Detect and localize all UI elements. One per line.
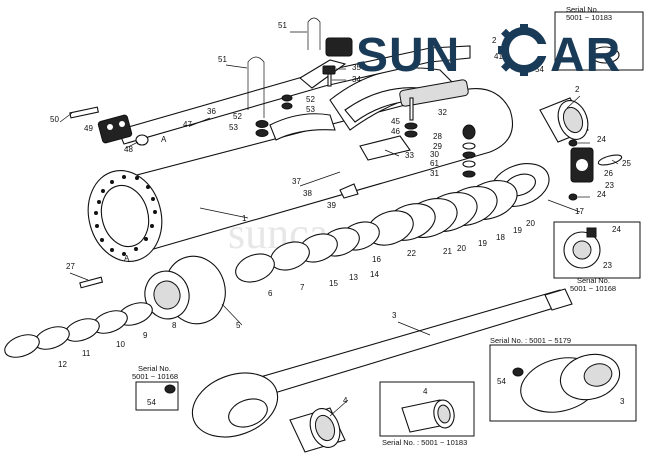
callout-main-2-1: 2 [575, 85, 580, 94]
svg-text:Serial No.: Serial No. [138, 364, 171, 373]
brand-text-left: SUN [356, 29, 460, 82]
inset-top-right: Serial No. 5001 ~ 10183 [554, 5, 644, 71]
callout-main-51-48: 51 [278, 21, 287, 30]
piston-rod [191, 288, 573, 438]
callout-main-32-34: 32 [438, 108, 447, 117]
callout-main-47-44: 47 [183, 120, 192, 129]
callout-main-45-42: 45 [391, 117, 400, 126]
callout-main-52-50: 52 [306, 95, 315, 104]
callout-main-30-32: 30 [430, 150, 439, 159]
callout-main-53-52: 53 [306, 105, 315, 114]
callout-main-25-27: 25 [622, 159, 631, 168]
bushing-bottom [289, 407, 346, 453]
svg-text:Serial No. : 5001 ~ 5179: Serial No. : 5001 ~ 5179 [490, 336, 571, 345]
callout-main-10-9: 10 [116, 340, 125, 349]
callout-insets-4-5: 4 [423, 387, 428, 396]
callout-insets-23-1: 23 [603, 261, 612, 270]
callout-main-51-49: 51 [218, 55, 227, 64]
callout-main-22-23: 22 [407, 249, 416, 258]
inset-bottom-left: Serial No. 5001 ~ 10168 [132, 364, 179, 411]
callout-main-46-43: 46 [391, 127, 400, 136]
rod-gland [79, 255, 226, 325]
callout-main-20-21: 20 [526, 219, 535, 228]
callout-main-A-57: A [124, 254, 130, 263]
callout-main-26-28: 26 [604, 169, 613, 178]
callout-main-36-38: 36 [207, 107, 216, 116]
callout-main-3-2: 3 [392, 311, 397, 320]
callout-insets-3-4: 3 [620, 397, 625, 406]
callout-main-31-33: 31 [430, 169, 439, 178]
callout-main-48-45: 48 [124, 145, 133, 154]
callout-main-6-5: 6 [268, 289, 273, 298]
svg-text:Serial No. : 5001 ~ 10183: Serial No. : 5001 ~ 10183 [382, 438, 467, 447]
callout-main-16-15: 16 [372, 255, 381, 264]
callout-main-17-16: 17 [575, 207, 584, 216]
gland-rings [4, 302, 153, 358]
callout-main-1-0: 1 [242, 214, 247, 223]
callout-main-37-39: 37 [292, 177, 301, 186]
callout-main-12-11: 12 [58, 360, 67, 369]
bushing-top [539, 97, 589, 143]
callout-main-34-36: 34 [352, 75, 361, 84]
svg-text:5001 ~ 10183: 5001 ~ 10183 [566, 13, 612, 22]
brand-text-right: AR [550, 29, 621, 82]
svg-text:Serial No.: Serial No. [577, 276, 610, 285]
callout-main-8-7: 8 [172, 321, 177, 330]
inset-middle-right: Serial No. 5001 ~ 10168 [553, 221, 641, 293]
callout-main-24-25: 24 [597, 135, 606, 144]
callout-main-54-54: 54 [535, 65, 544, 74]
callout-main-38-40: 38 [303, 189, 312, 198]
callout-insets-41-6: 41 [494, 52, 503, 61]
leader-lines [59, 31, 619, 417]
svg-text:5001 ~ 10168: 5001 ~ 10168 [570, 284, 616, 293]
callout-main-50-47: 50 [50, 115, 59, 124]
callout-main-19-19: 19 [513, 226, 522, 235]
callout-main-20-20: 20 [457, 244, 466, 253]
callout-main-28-30: 28 [433, 132, 442, 141]
callout-main-52-51: 52 [233, 112, 242, 121]
callout-main-18-17: 18 [496, 233, 505, 242]
u-bolt-lower [247, 56, 265, 118]
inset-bottom-middle: Serial No. : 5001 ~ 10183 [379, 381, 475, 447]
callout-main-19-18: 19 [478, 239, 487, 248]
callout-main-5-4: 5 [236, 321, 241, 330]
fasteners [255, 65, 476, 199]
callout-main-21-22: 21 [443, 247, 452, 256]
callout-insets-54-2: 54 [147, 398, 156, 407]
callout-main-4-3: 4 [343, 396, 348, 405]
callout-main-24-26: 24 [597, 190, 606, 199]
rod-end-fittings [568, 139, 623, 201]
callout-main-23-24: 23 [605, 181, 614, 190]
callout-insets-24-0: 24 [612, 225, 621, 234]
callout-main-49-46: 49 [84, 124, 93, 133]
svg-text:Serial No.: Serial No. [566, 5, 599, 14]
callout-main-35-37: 35 [352, 63, 361, 72]
callout-main-61-55: 61 [430, 159, 439, 168]
callout-main-9-8: 9 [143, 331, 148, 340]
callout-insets-2-7: 2 [492, 36, 497, 45]
inset-bottom-right: Serial No. : 5001 ~ 5179 [489, 336, 637, 422]
callout-main-13-12: 13 [349, 273, 358, 282]
callout-main-39-41: 39 [327, 201, 336, 210]
callout-main-27-29: 27 [66, 262, 75, 271]
callout-main-11-10: 11 [82, 349, 91, 358]
callout-main-33-35: 33 [405, 151, 414, 160]
svg-text:5001 ~ 10168: 5001 ~ 10168 [132, 372, 178, 381]
callout-main-53-53: 53 [229, 123, 238, 132]
brand-logo: SUN AR [356, 24, 621, 82]
u-bolt-upper [307, 17, 353, 57]
callout-insets-54-3: 54 [497, 377, 506, 386]
piston-seal-stack [235, 163, 550, 283]
callout-main-7-6: 7 [300, 283, 305, 292]
callout-main-A-56: A [161, 135, 167, 144]
callout-main-15-14: 15 [329, 279, 338, 288]
callout-main-14-13: 14 [370, 270, 379, 279]
callout-main-29-31: 29 [433, 142, 442, 151]
